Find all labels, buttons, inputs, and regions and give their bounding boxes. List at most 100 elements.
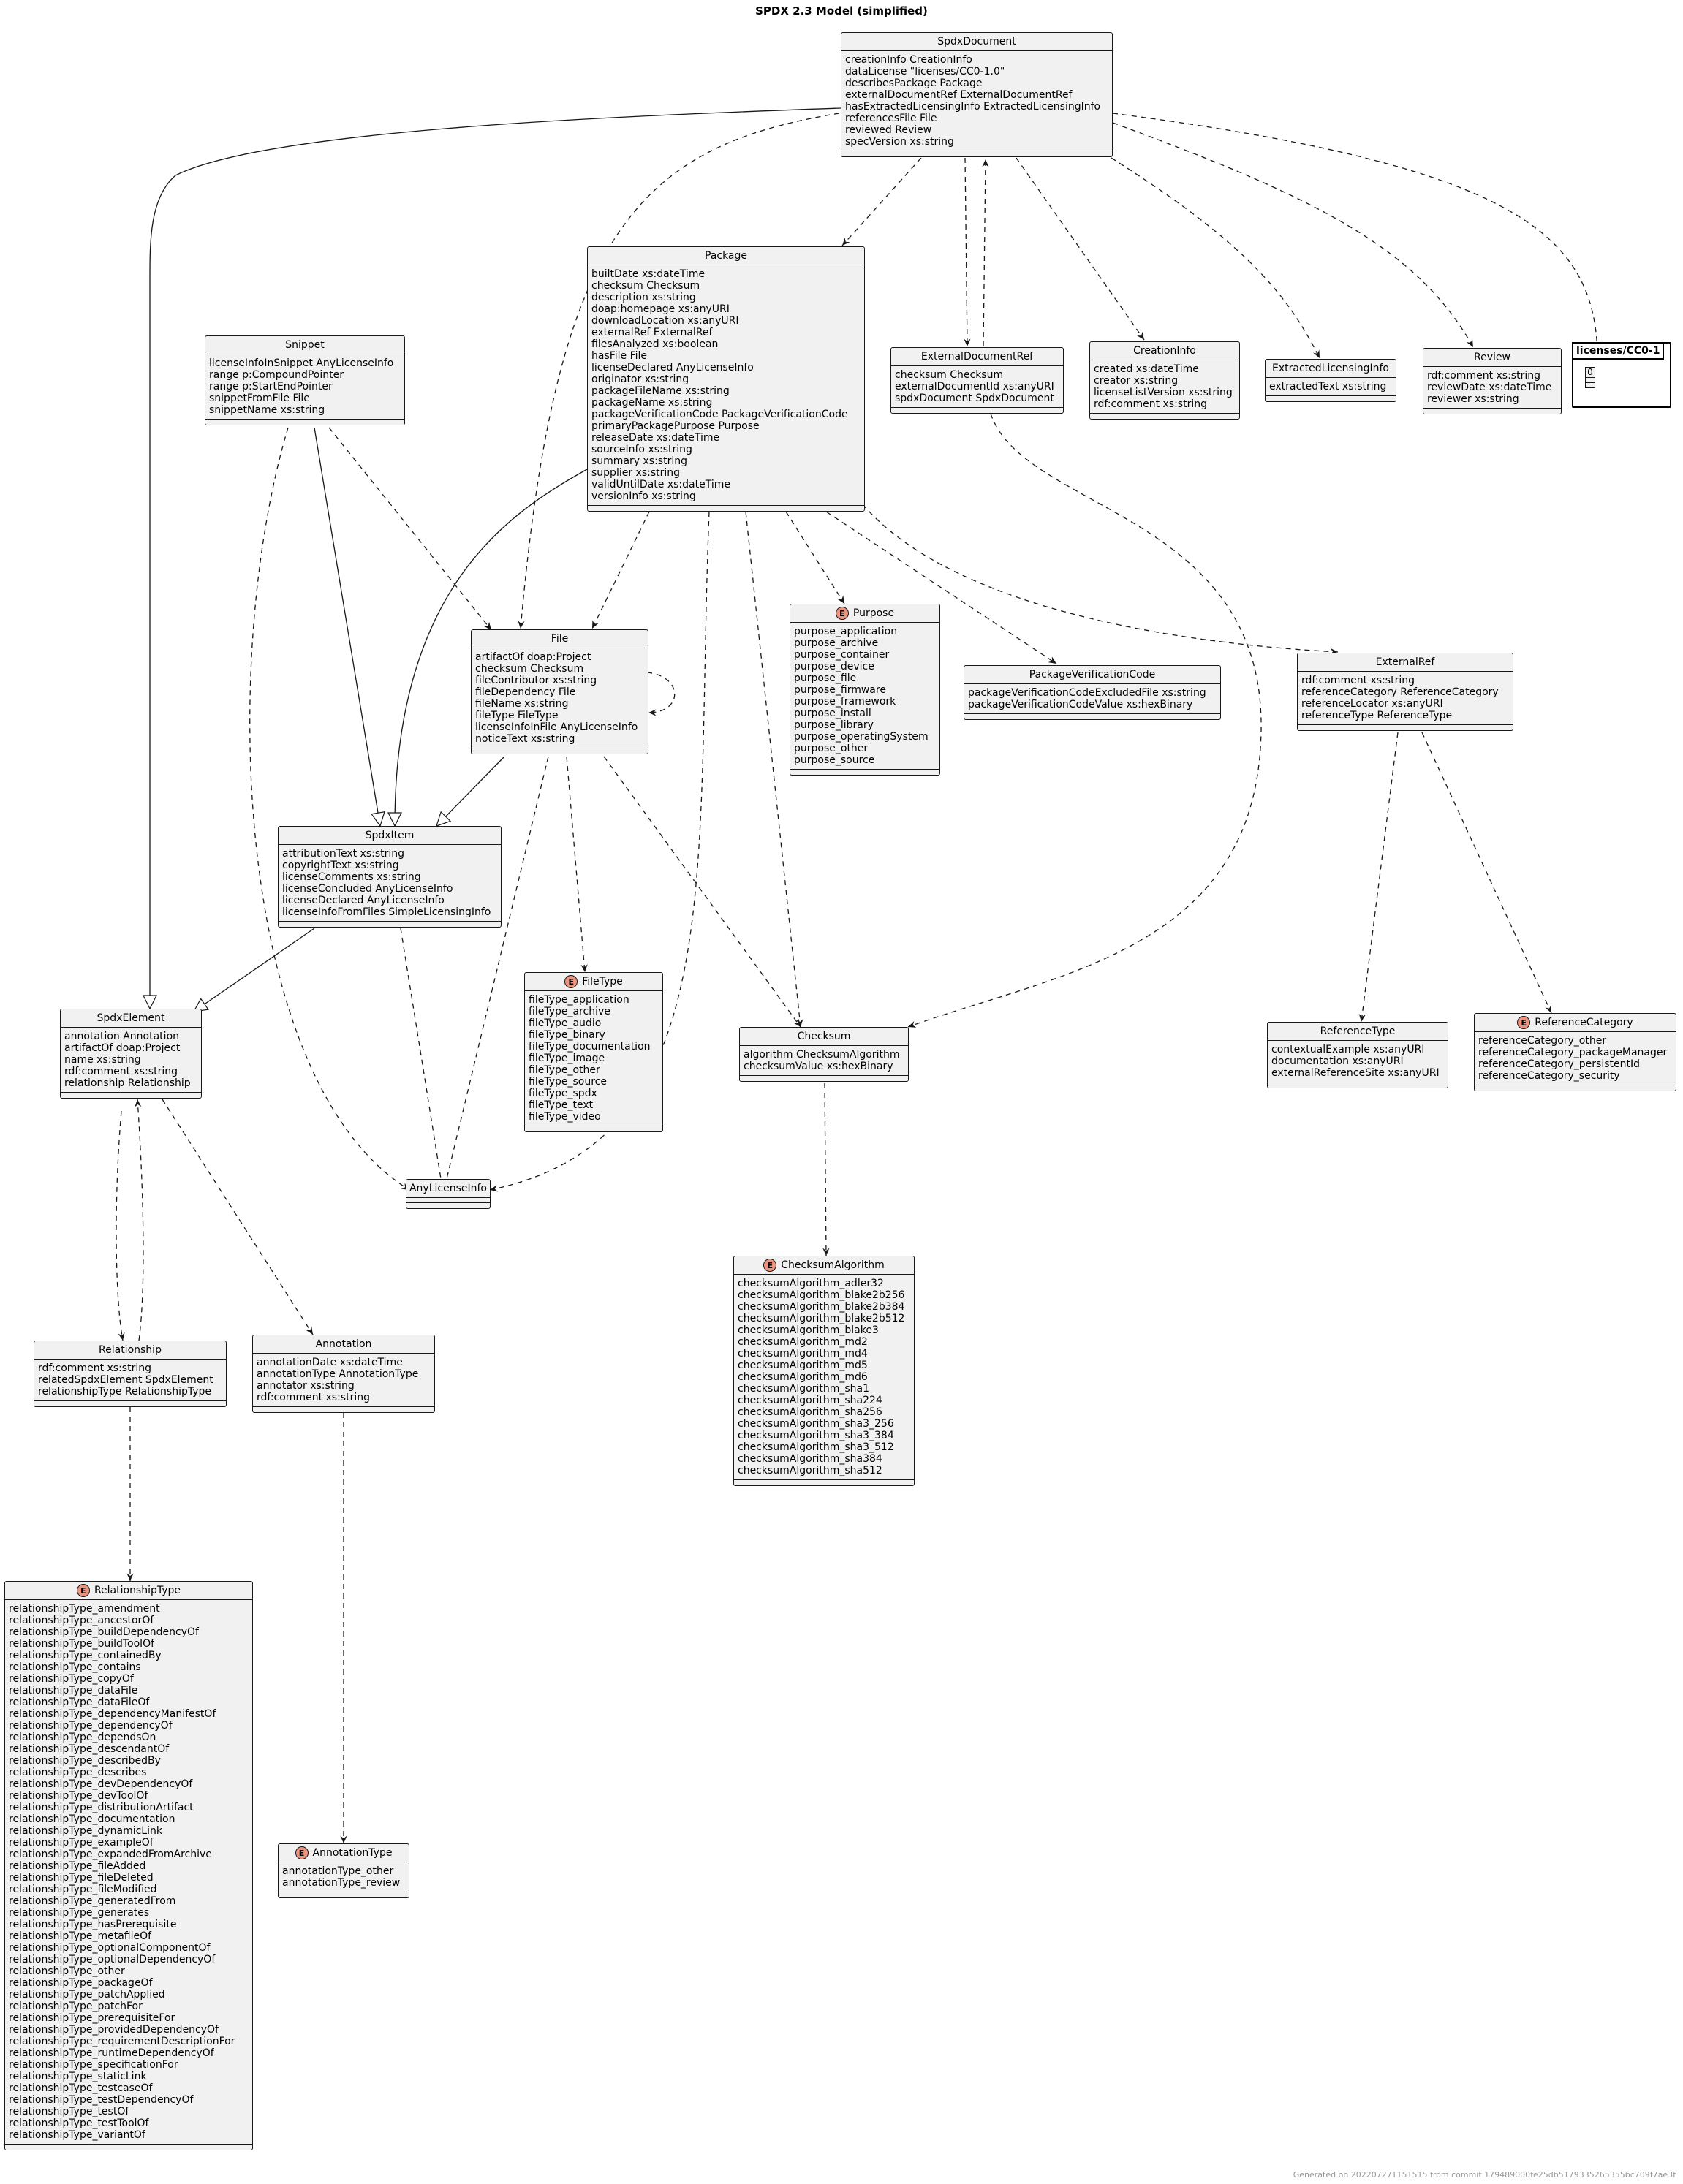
class-attribute: purpose_library [794, 719, 874, 731]
class-methods-compartment [842, 151, 1112, 156]
class-name: ReferenceCategory [1535, 1017, 1633, 1028]
class-attribute: checksumAlgorithm_md6 [738, 1371, 868, 1383]
class-attribute: relationshipType_dependsOn [9, 1732, 156, 1743]
class-attribute: purpose_archive [794, 637, 879, 649]
class-methods-compartment [1475, 1085, 1676, 1091]
class-attribute: algorithm ChecksumAlgorithm [744, 1049, 900, 1061]
gen-snippet-spdxitem [314, 427, 380, 826]
class-attribute: relationshipType_devToolOf [9, 1790, 148, 1802]
class-header: Annotation [253, 1335, 434, 1354]
class-attribute: fileType_image [529, 1053, 605, 1064]
class-methods-compartment [61, 1092, 201, 1098]
class-methods-compartment [279, 1892, 409, 1897]
class-attribute: checksumAlgorithm_sha3_512 [738, 1441, 894, 1453]
class-methods-compartment [34, 1400, 226, 1406]
class-attribute: referenceLocator xs:anyURI [1301, 698, 1443, 710]
gen-spdxdocument-spdxelement [150, 107, 842, 1009]
class-attribute: relationshipType_dataFile [9, 1685, 138, 1696]
gen-package-spdxitem [395, 469, 588, 826]
class-attribute: relationshipType_exampleOf [9, 1837, 154, 1849]
dep-externalref-referencetype [1358, 732, 1399, 1023]
class-methods-compartment [891, 407, 1063, 413]
dep-package-file [591, 511, 650, 629]
class-attribute: rdf:comment xs:string [1427, 370, 1540, 382]
class-attribute: purpose_device [794, 661, 874, 672]
class-attribute: licenseComments xs:string [282, 871, 421, 883]
class-attribute: purpose_file [794, 672, 857, 684]
dep-package-purpose [785, 511, 845, 604]
class-attribute: relatedSpdxElement SpdxElement [38, 1374, 213, 1386]
class-attribute: checksumAlgorithm_md4 [738, 1348, 868, 1360]
package-licenses-cc0: licenses/CC0-1 0 [1572, 342, 1671, 408]
dep-relationship-spdxelement [135, 1099, 144, 1341]
class-attribute: fileContributor xs:string [475, 675, 597, 686]
dep-package-pvc [825, 511, 1057, 664]
class-header: E ReferenceCategory [1475, 1014, 1676, 1032]
class-attribute: rdf:comment xs:string [1301, 675, 1415, 686]
class-attribute: builtDate xs:dateTime [591, 268, 706, 280]
class-attribute: relationshipType_copyOf [9, 1673, 134, 1685]
class-attribute: artifactOf doap:Project [64, 1042, 181, 1054]
class-attribute: dataLicense "licenses/CC0-1.0" [845, 66, 1005, 77]
dep-doc-review [1112, 122, 1474, 348]
class-attribute: relationshipType_fileAdded [9, 1860, 146, 1872]
class-attribute: licenseInfoInSnippet AnyLicenseInfo [209, 357, 394, 369]
class-attribute: describesPackage Package [845, 77, 983, 89]
class-methods-compartment [1090, 413, 1239, 419]
gen-file-spdxitem [436, 756, 505, 826]
class-attribute: relationshipType_generates [9, 1907, 150, 1919]
dep-file-checksum [603, 756, 801, 1028]
enum-badge-icon: E [1517, 1016, 1531, 1029]
class-methods-compartment [279, 921, 501, 927]
class-attribute: checksumAlgorithm_sha3_384 [738, 1430, 894, 1441]
class-attribute: fileType_application [529, 994, 629, 1006]
package-inner-element: 0 [1585, 367, 1595, 388]
class-name: RelationshipType [94, 1585, 181, 1596]
class-attribute: artifactOf doap:Project [475, 651, 591, 663]
class-methods-compartment [1266, 395, 1396, 401]
class-attribute: snippetFromFile File [209, 393, 310, 404]
class-attribute: fileType_text [529, 1099, 594, 1111]
class-attribute: checksumAlgorithm_sha3_256 [738, 1418, 894, 1430]
class-attribute: annotationType_review [282, 1877, 401, 1889]
class-name: Review [1474, 352, 1510, 363]
class-attribute: checksumAlgorithm_md2 [738, 1336, 868, 1348]
class-header: ExternalDocumentRef [891, 348, 1063, 366]
class-attribute: purpose_operatingSystem [794, 731, 929, 743]
class-attribute: purpose_other [794, 743, 869, 754]
class-methods-compartment [406, 1202, 490, 1208]
class-attribute: copyrightText xs:string [282, 860, 399, 871]
class-attribute: checksumValue xs:hexBinary [744, 1061, 893, 1072]
class-attribute: licenseInfoInFile AnyLicenseInfo [475, 721, 638, 733]
class-attribute: reviewer xs:string [1427, 393, 1519, 405]
class-attribute: relationshipType_testDependencyOf [9, 2094, 194, 2106]
class-header: SpdxDocument [842, 33, 1112, 51]
class-attribute: purpose_install [794, 708, 871, 719]
class-attribute: referenceType ReferenceType [1301, 710, 1453, 721]
class-attribute: relationshipType_testOf [9, 2106, 129, 2117]
class-attribute: relationshipType_dependencyOf [9, 1720, 173, 1732]
class-attribute: relationshipType_testcaseOf [9, 2082, 153, 2094]
class-attribute: creationInfo CreationInfo [845, 54, 972, 66]
class-attribute: reviewed Review [845, 124, 932, 136]
class-name: PackageVerificationCode [1029, 669, 1156, 680]
class-attribute: fileType_other [529, 1064, 600, 1076]
class-attribute: relationshipType_descendantOf [9, 1743, 170, 1755]
class-methods-compartment [1298, 724, 1513, 730]
class-attribute: referenceCategory_persistentId [1478, 1058, 1641, 1070]
class-attribute: fileType FileType [475, 710, 559, 721]
